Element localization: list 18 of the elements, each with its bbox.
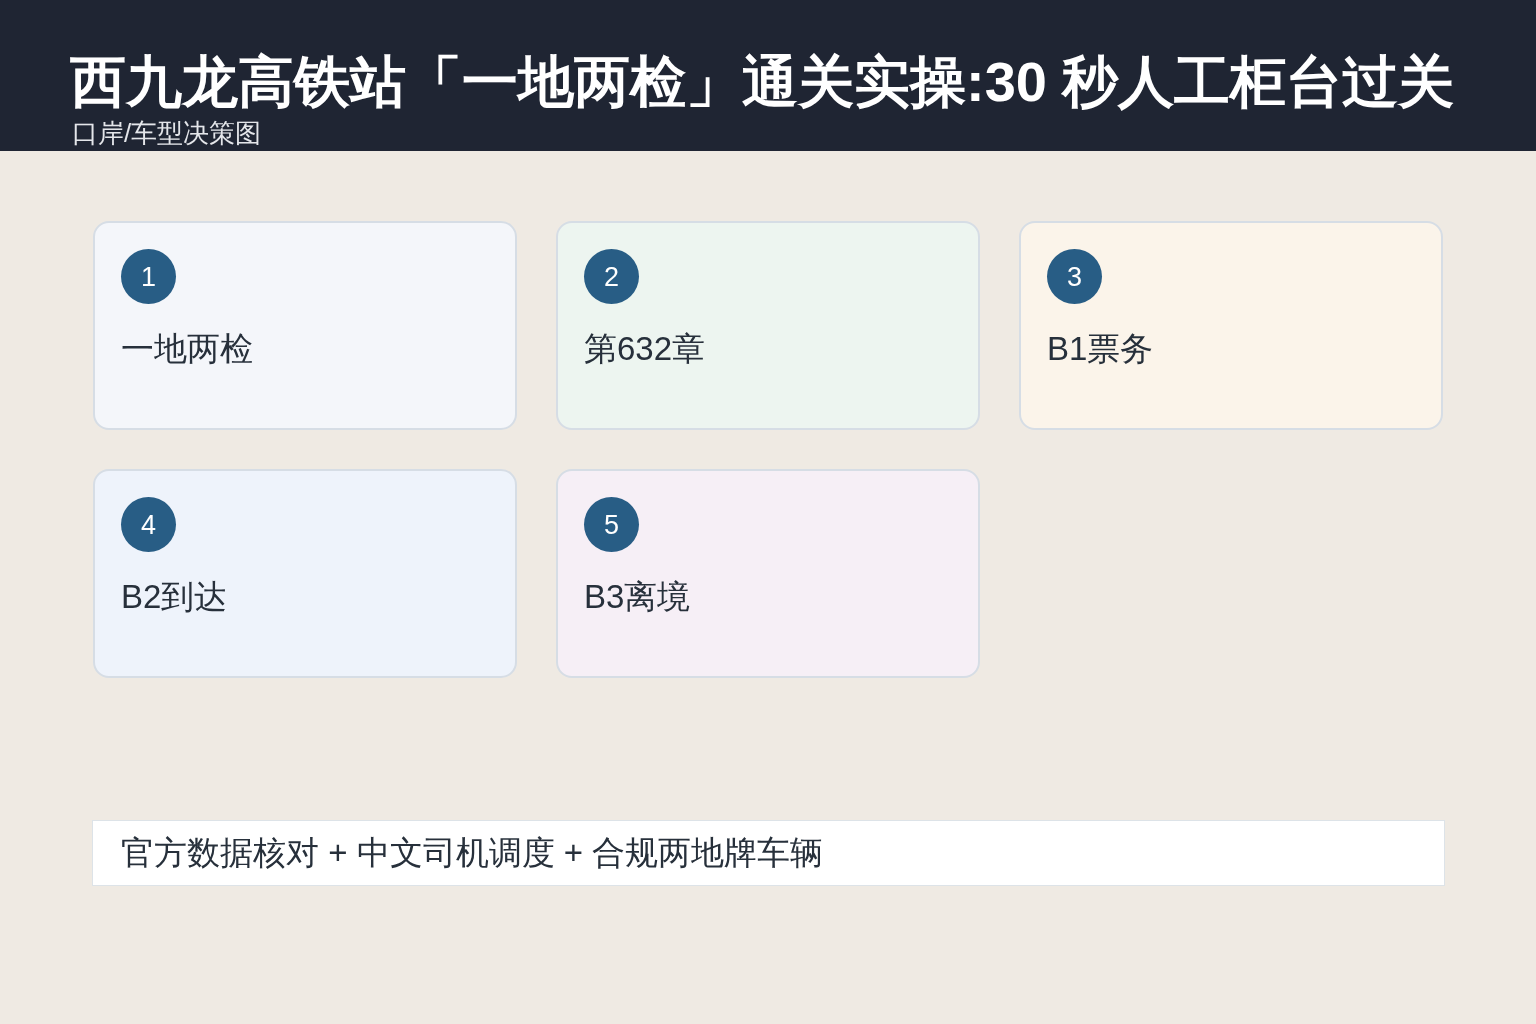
step-card <box>1019 221 1443 430</box>
step-number: 2 <box>584 249 639 304</box>
step-title: 第632章 <box>584 329 706 369</box>
step-title: B3离境 <box>584 577 691 617</box>
title: 西九龙高铁站「一地两检」通关实操:30 秒人工柜台过关 <box>70 49 1455 115</box>
step-title: B1票务 <box>1047 329 1154 369</box>
step-card <box>556 221 980 430</box>
step-title: B2到达 <box>121 577 228 617</box>
step-card <box>93 469 517 678</box>
step-number: 5 <box>584 497 639 552</box>
step-card <box>93 221 517 430</box>
step-number: 3 <box>1047 249 1102 304</box>
subtitle: 口岸/车型决策图 <box>72 118 262 148</box>
step-number: 1 <box>121 249 176 304</box>
step-card <box>556 469 980 678</box>
summary-banner: 官方数据核对 + 中文司机调度 + 合规两地牌车辆 <box>92 820 1445 886</box>
step-number: 4 <box>121 497 176 552</box>
step-title: 一地两检 <box>121 329 253 369</box>
